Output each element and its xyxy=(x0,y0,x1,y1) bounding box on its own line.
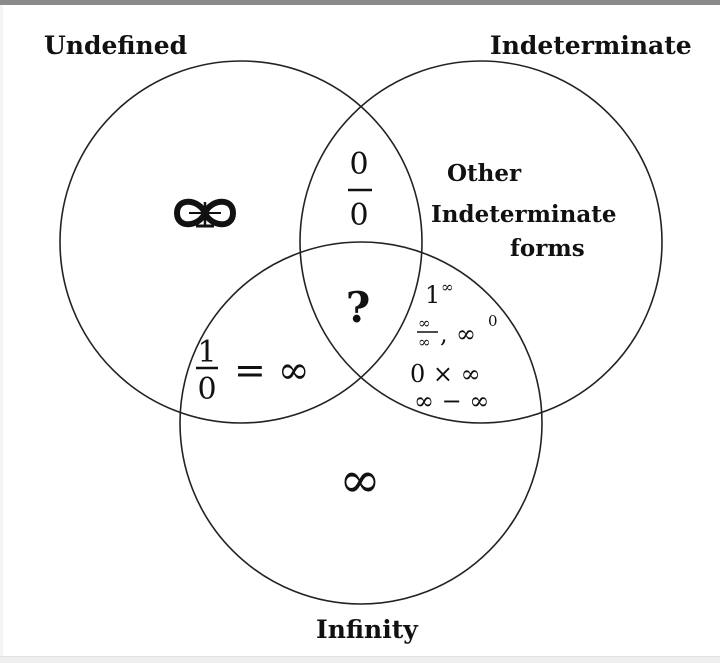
inf-minus-inf: ∞ − ∞ xyxy=(414,387,489,415)
label-indeterminate: Indeterminate xyxy=(490,31,692,60)
left-border xyxy=(0,5,3,656)
circles-group xyxy=(59,60,663,605)
other-line-2: Indeterminate xyxy=(431,201,617,228)
one-to-infinity-base: 1 xyxy=(425,281,440,309)
bottom-border xyxy=(0,656,720,663)
infinity-symbol: ∞ xyxy=(339,451,381,509)
other-line-3: forms xyxy=(510,235,585,262)
comma-sep: , xyxy=(440,320,448,348)
fraction-denominator: 0 xyxy=(197,372,216,407)
label-undefined: Undefined xyxy=(44,31,187,60)
inf-over-inf-num: ∞ xyxy=(418,314,431,332)
fraction-denominator: 0 xyxy=(349,198,368,233)
label-infinity: Infinity xyxy=(316,615,419,644)
circle-indeterminate xyxy=(299,60,663,424)
equals-infinity: = ∞ xyxy=(234,348,310,392)
indeterminate-infinity-forms: 1 ∞ ∞ ∞ , ∞ 0 0 × ∞ ∞ − ∞ xyxy=(410,278,498,415)
inf-to-zero-exp: 0 xyxy=(488,312,498,330)
zero-over-zero-fraction: 0 0 xyxy=(348,147,372,233)
zero-times-inf: 0 × ∞ xyxy=(410,360,481,388)
fraction-numerator: 0 xyxy=(349,147,368,182)
inf-over-inf-den: ∞ xyxy=(418,333,431,351)
unknown-mark: ? xyxy=(346,283,371,332)
inf-to-zero-base: ∞ xyxy=(456,320,476,348)
one-to-infinity-exp: ∞ xyxy=(441,278,454,296)
fraction-numerator: 1 xyxy=(197,335,216,370)
other-line-1: Other xyxy=(447,160,522,187)
top-border xyxy=(0,0,720,5)
one-over-zero-equation: 1 0 = ∞ xyxy=(196,335,310,407)
circle-infinity xyxy=(179,241,543,605)
circle-undefined xyxy=(59,60,423,424)
undefined-symbol-icon xyxy=(173,198,237,228)
